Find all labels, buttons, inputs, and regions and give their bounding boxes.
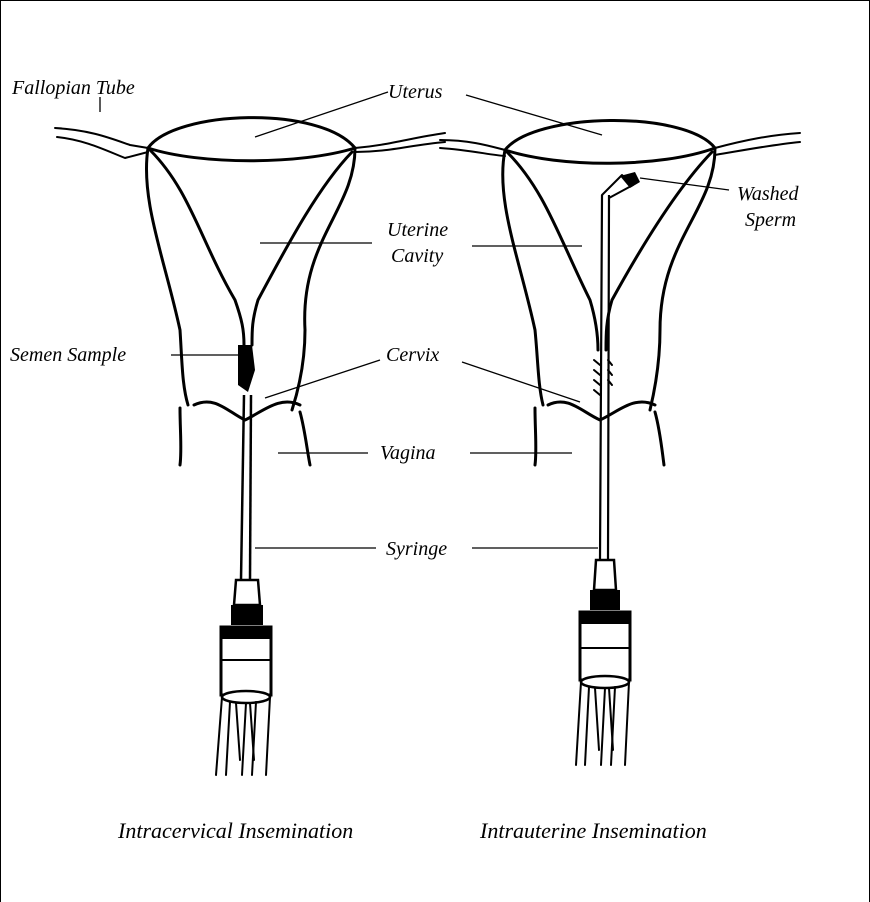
label-uterine-cavity-line2: Cavity [391,245,443,267]
left-syringe-drawing [216,395,271,775]
label-washed-sperm-line2: Sperm [745,209,796,231]
label-washed-sperm-line1: Washed [737,183,799,205]
label-uterine-cavity-line1: Uterine [387,219,448,241]
label-fallopian-tube: Fallopian Tube [11,77,135,99]
caption-intrauterine: Intrauterine Insemination [479,818,707,843]
label-vagina: Vagina [380,442,436,464]
right-syringe-drawing [576,172,640,765]
label-uterus: Uterus [388,81,443,103]
leader-lines [100,92,729,548]
label-cervix: Cervix [386,344,439,366]
right-uterus-drawing [440,120,800,465]
label-syringe: Syringe [386,538,447,560]
caption-intracervical: Intracervical Insemination [117,818,353,843]
label-semen-sample: Semen Sample [10,344,126,366]
